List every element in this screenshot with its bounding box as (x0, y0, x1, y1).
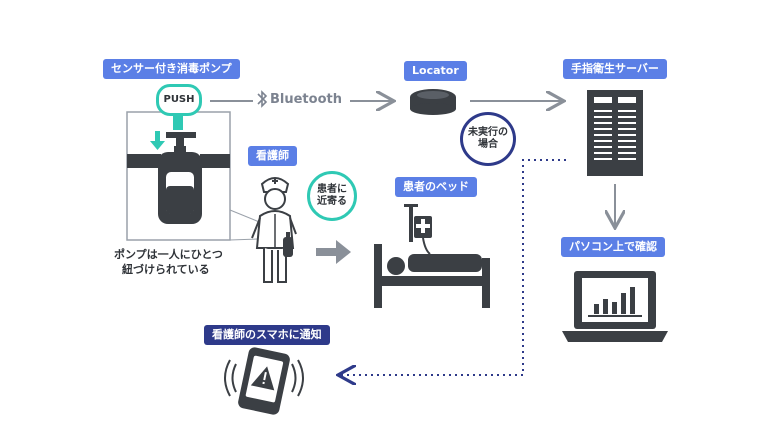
pump-caption: ポンプは一人にひとつ 紐づけられている (114, 247, 223, 277)
move-arrow-icon (316, 240, 351, 264)
smartphone-alert-icon (224, 347, 304, 415)
bluetooth-text: Bluetooth (270, 92, 342, 107)
sensor-pump-label: センサー付き消毒ポンプ (103, 59, 240, 79)
push-text: PUSH (163, 94, 195, 105)
nurse-icon (251, 177, 297, 283)
locator-label: Locator (404, 61, 467, 81)
server-icon (587, 90, 643, 176)
server-label: 手指衛生サーバー (563, 59, 667, 79)
nurse-label: 看護師 (248, 146, 297, 166)
not-executed-line2: 場合 (478, 139, 498, 150)
approach-line2: 近寄る (317, 196, 347, 207)
approach-text: 患者に 近寄る (317, 184, 347, 208)
not-executed-line1: 未実行の (468, 127, 508, 138)
smartphone-notify-label: 看護師のスマホに通知 (204, 325, 330, 345)
pump-caption-line1: ポンプは一人にひとつ (114, 248, 223, 261)
patient-bed-icon (374, 204, 490, 308)
approach-line1: 患者に (317, 184, 347, 195)
laptop-chart-icon (562, 271, 668, 342)
pc-check-label: パソコン上で確認 (561, 237, 665, 257)
pump-illustration (126, 111, 231, 241)
push-badge: PUSH (156, 84, 202, 116)
approach-patient-badge: 患者に 近寄る (307, 171, 357, 221)
patient-bed-label: 患者のベッド (395, 177, 477, 197)
not-executed-text: 未実行の 場合 (468, 127, 508, 151)
not-executed-badge: 未実行の 場合 (460, 112, 516, 166)
bluetooth-icon (257, 90, 268, 108)
pump-caption-line2: 紐づけられている (122, 263, 210, 276)
down-arrow-icon (150, 131, 165, 150)
locator-device-icon (410, 89, 456, 115)
